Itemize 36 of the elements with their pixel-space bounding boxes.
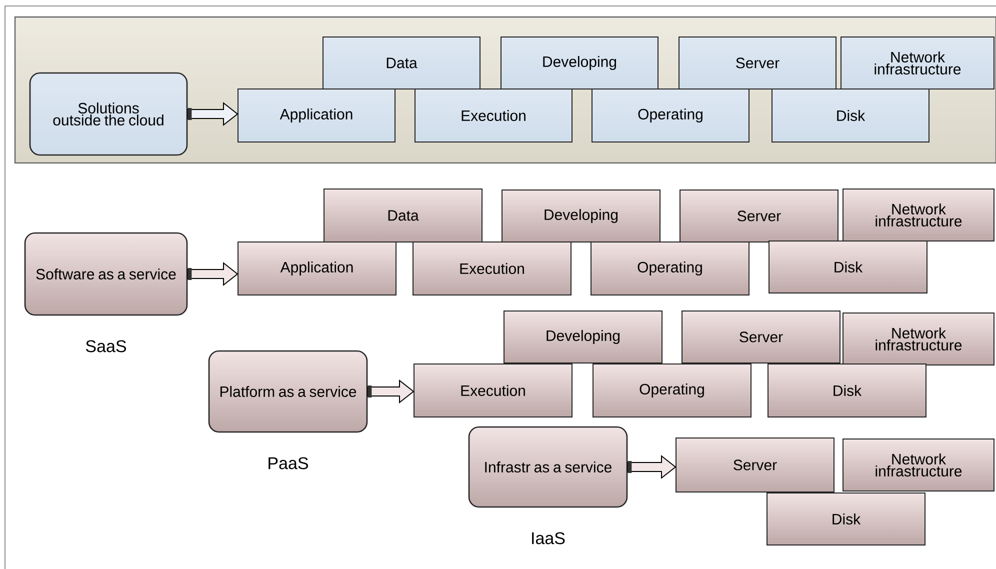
layer-box: Application (238, 88, 396, 142)
layer-box: Developing (500, 36, 658, 90)
block-arrow (187, 262, 238, 286)
layer-box: Data (324, 188, 482, 242)
layer-box: Network infrastructure (842, 438, 994, 492)
service-box: Platform as a service (208, 350, 368, 433)
layer-box: Server (682, 310, 840, 364)
layer-box: Operating (590, 242, 750, 296)
layer-box: Disk (772, 88, 930, 142)
layer-box: Disk (768, 364, 926, 418)
layer-box: Network infrastructure (840, 36, 994, 90)
layer-box: Operating (592, 88, 750, 142)
layer-box: Disk (768, 240, 928, 294)
abbreviation-label: SaaS (86, 340, 126, 352)
abbreviation-label: PaaS (268, 457, 308, 470)
layer-box: Server (680, 190, 838, 242)
layer-box: Network infrastructure (842, 312, 994, 366)
block-arrow (627, 454, 676, 480)
layer-box: Developing (502, 190, 660, 242)
service-box: Solutions outside the cloud (29, 72, 188, 156)
layer-box: Operating (592, 364, 752, 418)
layer-box: Server (678, 36, 836, 90)
layer-box: Disk (766, 492, 926, 546)
layer-box: Server (676, 438, 834, 492)
layer-box: Execution (412, 242, 572, 296)
abbreviation-label: IaaS (532, 532, 565, 544)
layer-box: Data (322, 36, 480, 90)
layer-box: Execution (414, 88, 572, 142)
layer-box: Network infrastructure (842, 188, 994, 242)
service-box: Software as a service (24, 232, 188, 316)
layer-box: Developing (504, 310, 662, 364)
service-box: Infrastr as a service (468, 426, 628, 508)
block-arrow (187, 102, 238, 126)
layer-box: Execution (414, 364, 572, 418)
block-arrow (367, 379, 414, 404)
layer-box: Application (238, 242, 396, 296)
